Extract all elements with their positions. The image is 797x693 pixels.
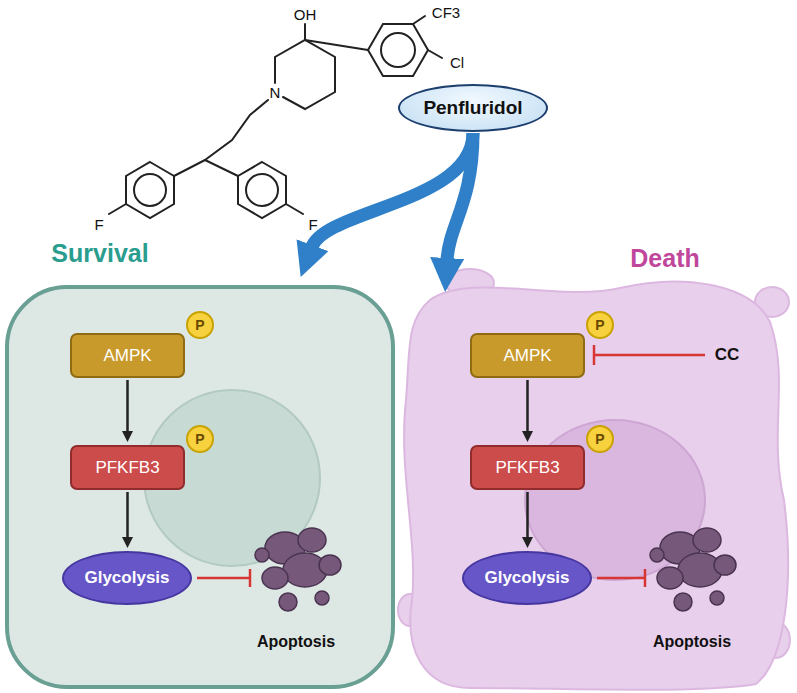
node-text: P <box>195 431 204 447</box>
arrow-connector <box>126 380 129 432</box>
cell-heading: Death <box>630 244 699 273</box>
node-text: P <box>595 431 604 447</box>
node-text: Glycolysis <box>484 568 569 588</box>
phospho-circle: P <box>586 425 614 453</box>
cell-membrane <box>7 287 393 687</box>
node-text: P <box>595 317 604 333</box>
atom-label: CF3 <box>432 4 460 21</box>
atom-label: OH <box>294 6 317 23</box>
node-text: PFKFB3 <box>95 458 159 478</box>
atom-label: F <box>94 216 103 233</box>
dying-cell <box>398 269 790 690</box>
arrow-connector <box>526 380 529 432</box>
phospho-circle: P <box>586 311 614 339</box>
arrow-connector <box>126 492 129 538</box>
node-text: AMPK <box>503 346 551 366</box>
enzyme-box: PFKFB3 <box>470 445 585 490</box>
phospho-circle: P <box>186 425 214 453</box>
kinase-box: AMPK <box>470 333 585 378</box>
process-ellipse: Glycolysis <box>462 551 592 605</box>
phospho-circle: P <box>186 311 214 339</box>
process-ellipse: Glycolysis <box>62 551 192 605</box>
drug-ellipse: Penfluridol <box>398 84 548 132</box>
arrow-connector <box>526 492 529 538</box>
inhibitor-label: CC <box>715 345 740 365</box>
atom-label: N <box>270 84 281 101</box>
cell-heading: Survival <box>51 239 148 268</box>
node-text: Penfluridol <box>423 97 522 119</box>
node-text: Glycolysis <box>84 568 169 588</box>
node-text: PFKFB3 <box>495 458 559 478</box>
node-text: AMPK <box>103 346 151 366</box>
kinase-box: AMPK <box>70 333 185 378</box>
apoptosis-label: Apoptosis <box>653 633 731 651</box>
enzyme-box: PFKFB3 <box>70 445 185 490</box>
apoptosis-label: Apoptosis <box>257 633 335 651</box>
atom-label: F <box>308 216 317 233</box>
survival-cell: SurvivalAMPKPPFKFB3PGlycolysis <box>5 285 395 690</box>
chemical-structure <box>109 16 442 218</box>
node-text: P <box>195 317 204 333</box>
arrow-connector <box>447 133 473 260</box>
atom-label: Cl <box>450 54 464 71</box>
inhibition-line <box>197 345 705 587</box>
apoptotic-body <box>650 528 736 611</box>
apoptotic-body <box>255 528 341 611</box>
